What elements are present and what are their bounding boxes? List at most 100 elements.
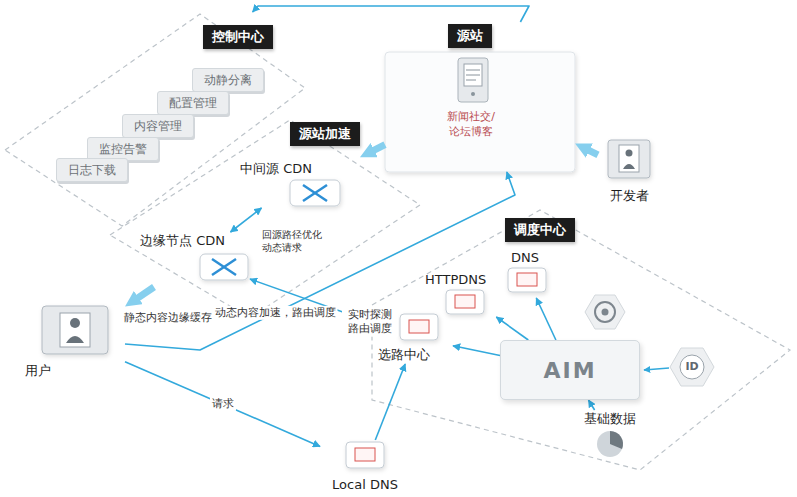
region-tab: 源站加速 <box>290 122 360 146</box>
drawing-rect <box>464 64 482 86</box>
drawing-path <box>66 336 84 343</box>
drawing-line <box>466 80 476 81</box>
cdn-node: 边缘节点 CDN <box>140 232 250 287</box>
connector <box>453 346 500 356</box>
node-text: 用户 <box>25 362 51 380</box>
dns-node: Local DNS <box>320 440 410 492</box>
node-text: 开发者 <box>610 187 649 205</box>
developer-icon <box>608 140 650 178</box>
drawing-line <box>303 185 327 201</box>
drawing-line <box>466 75 480 76</box>
drawing-rect <box>42 306 108 354</box>
drawing-polygon <box>372 210 790 470</box>
menu-item: 内容管理 <box>122 114 194 138</box>
node-text: 基础数据 <box>584 410 636 428</box>
drawing-rect <box>508 268 546 292</box>
drawing-rect <box>385 52 575 172</box>
connector <box>496 317 528 340</box>
flow-arrow <box>586 149 598 155</box>
region-tab: 控制中心 <box>203 25 273 49</box>
drawing-rect <box>517 273 537 286</box>
node-text: 日志下载 <box>68 162 116 179</box>
cdn-node: 中间源 CDN <box>240 160 345 208</box>
dns-node: DNS <box>495 250 555 298</box>
drawing-rect <box>400 314 438 340</box>
region-outlines <box>5 14 790 470</box>
engine-box: AIM <box>500 340 640 400</box>
drawing-line <box>466 70 480 71</box>
edge-label: 静态内容边缘缓存 <box>122 311 214 325</box>
drawing-path <box>623 164 635 169</box>
drawing-polygon <box>670 348 714 386</box>
node-text: 内容管理 <box>134 118 182 135</box>
menu-item: 配置管理 <box>157 91 229 115</box>
drawing-rect <box>608 140 650 178</box>
drawing-rect <box>446 290 484 314</box>
target-icon <box>585 295 625 329</box>
drawing-rect <box>290 180 340 206</box>
drawing-line <box>212 259 236 275</box>
region-tab: 源站 <box>448 24 492 48</box>
drawing-rect <box>200 254 248 280</box>
connector <box>125 362 320 447</box>
connector <box>589 400 595 410</box>
drawing-rect <box>346 442 384 468</box>
connector <box>231 208 262 232</box>
drawing-circle <box>602 309 609 316</box>
drawing-circle <box>597 431 623 457</box>
drawing-line <box>303 185 327 201</box>
icon-letters: ID <box>685 360 698 374</box>
user-node: 用户 <box>25 300 125 380</box>
connector <box>253 6 529 22</box>
drawing-line <box>644 368 669 370</box>
drawing-circle <box>680 355 704 379</box>
data-node: 基础数据 <box>575 410 645 460</box>
site-caption: 新闻社交/论坛博客 <box>443 110 499 146</box>
drawing-line <box>212 259 236 275</box>
server-icon <box>458 58 488 102</box>
drawing-rect <box>458 58 488 102</box>
flow-arrow <box>135 287 154 300</box>
node-text: 动静分离 <box>204 72 252 89</box>
drawing-circle <box>70 318 80 328</box>
node-text: AIM <box>543 358 596 383</box>
id-icon <box>644 348 714 386</box>
drawing-circle <box>626 150 633 157</box>
edge-label: 请求 <box>210 397 236 411</box>
dns-node: HTTPDNS <box>425 272 505 317</box>
node-text: 监控告警 <box>99 141 147 158</box>
node-text: 中间源 CDN <box>240 160 312 178</box>
drawing-rect <box>355 448 375 461</box>
menu-item: 动静分离 <box>192 68 264 92</box>
developer-node: 开发者 <box>598 135 660 205</box>
drawing-rect <box>619 145 639 172</box>
region-panel: 调度中心 DNS HTTPDNS 选路中心 AIM 基础数据 <box>372 210 792 472</box>
flow-arrow <box>371 145 385 152</box>
edge-label: 实时探测 路由调度 <box>342 308 398 337</box>
drawing-rect <box>409 320 429 333</box>
node-text: HTTPDNS <box>425 272 486 287</box>
drawing-circle <box>471 92 475 96</box>
drawing-polygon <box>585 295 625 329</box>
node-text: 选路中心 <box>378 346 430 364</box>
connector <box>536 298 556 340</box>
path-note: 回源路径优化 动态请求 <box>262 228 326 254</box>
pie-icon <box>597 431 623 457</box>
region-panel: 源站新闻社交/论坛博客 <box>385 22 575 172</box>
region-panel: 源站加速中间源 CDN 边缘节点 CDN <box>110 120 360 320</box>
region-tab: 调度中心 <box>505 218 575 242</box>
menu-item: 日志下载 <box>56 158 128 182</box>
drawing-rect <box>455 295 475 308</box>
drawing-rect <box>60 313 90 347</box>
edge-label: 动态内容加速，路由调度 <box>213 306 338 320</box>
cdn-icon <box>200 180 340 280</box>
node-text: DNS <box>511 250 539 265</box>
connector <box>375 364 405 440</box>
drawing-circle <box>595 302 615 322</box>
region-panel: 控制中心动静分离配置管理内容管理监控告警日志下载 <box>5 12 305 227</box>
node-text: 配置管理 <box>169 95 217 112</box>
node-text: Local DNS <box>332 477 398 492</box>
